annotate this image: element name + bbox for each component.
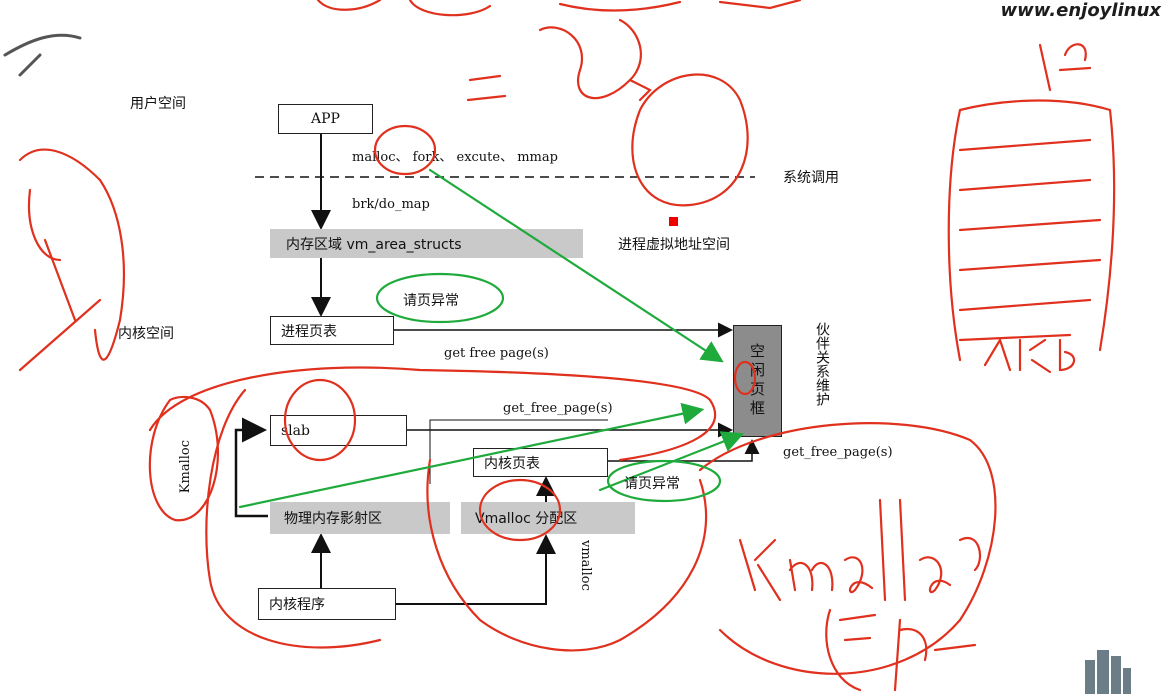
kmalloc-side-label: Kmalloc — [178, 440, 193, 494]
site-url: www.enjoylinux — [1000, 0, 1161, 21]
buddy-label: 伙伴关系维护 — [814, 322, 830, 406]
gfp-top-label: get free page(s) — [444, 346, 549, 361]
kernel-program-box: 内核程序 — [258, 588, 396, 620]
red-marker — [669, 217, 678, 226]
vmalloc-area-box: Vmalloc 分配区 — [461, 502, 635, 534]
user-space-label: 用户空间 — [130, 96, 186, 112]
kernel-pagetable-box: 内核页表 — [473, 448, 608, 477]
app-box: APP — [278, 104, 373, 134]
vm-area-box: 内存区域 vm_area_structs — [270, 229, 583, 258]
arrow-prog-vmalloc — [396, 534, 556, 605]
arrow-kernelpt-frame — [608, 439, 760, 462]
proc-vaddr-label: 进程虚拟地址空间 — [618, 237, 730, 253]
gfp-mid-label: get_free_page(s) — [503, 401, 613, 416]
free-frame-box: 空闲页框 — [733, 325, 782, 437]
phys-map-box: 物理内存影射区 — [270, 502, 450, 534]
kernel-space-label: 内核空间 — [118, 326, 174, 342]
arrow-physmap-slab — [234, 417, 268, 518]
vmalloc-side-label: vmalloc — [578, 540, 593, 591]
calls-label: malloc、 fork、 excute、 mmap — [352, 150, 558, 165]
proc-pagetable-box: 进程页表 — [270, 316, 394, 345]
page-fault-1-label: 请页异常 — [403, 293, 459, 309]
page-fault-2-label: 请页异常 — [624, 476, 680, 492]
gfp-right-label: get_free_page(s) — [783, 445, 893, 460]
brk-label: brk/do_map — [352, 197, 430, 212]
slab-box: slab — [270, 415, 407, 446]
syscall-label: 系统调用 — [783, 170, 839, 186]
